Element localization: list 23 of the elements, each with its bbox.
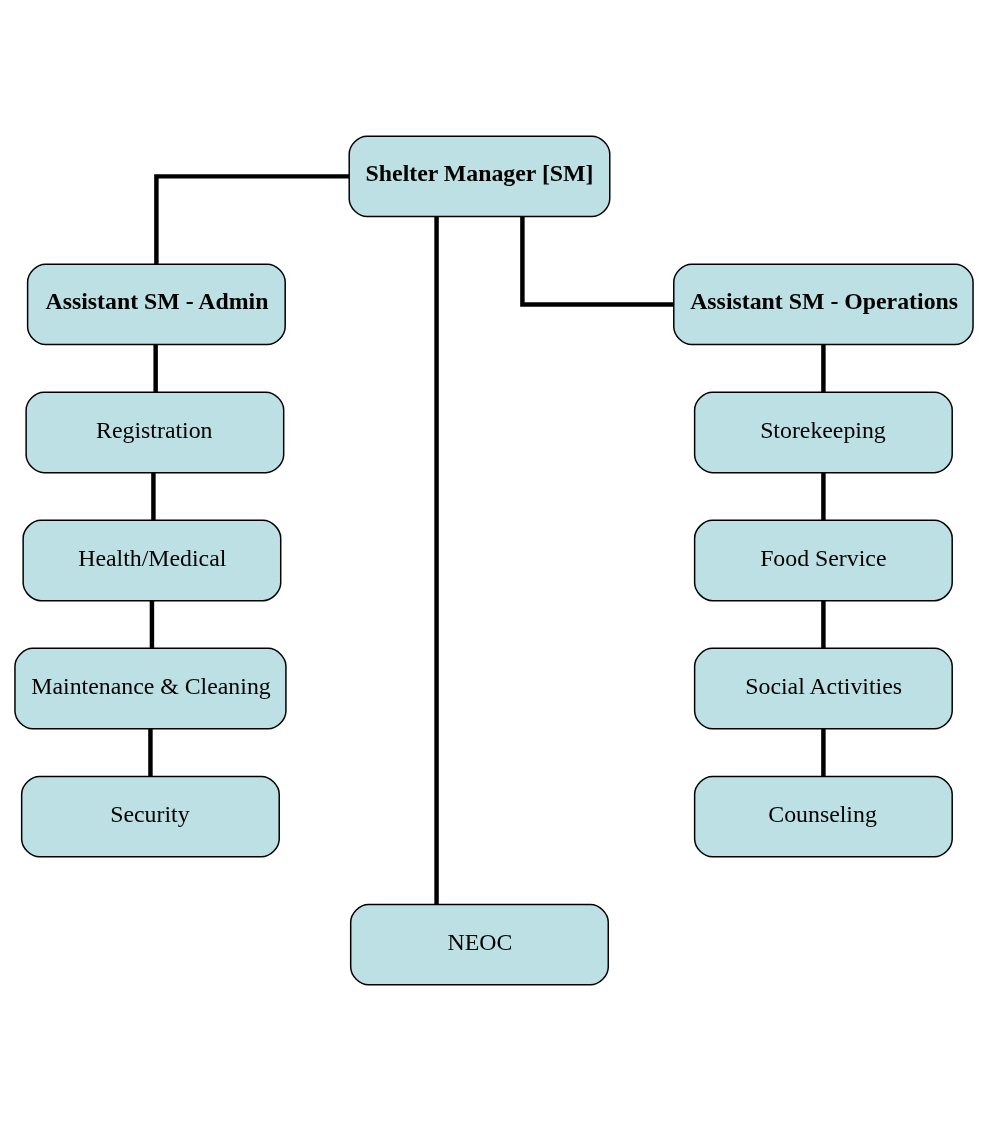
node-box: Shelter Manager [SM]: [347, 135, 610, 218]
node-box: Social Activities: [693, 647, 953, 730]
connector: [153, 174, 349, 264]
node-box: Maintenance & Cleaning: [13, 647, 287, 730]
connector: [433, 216, 439, 905]
connector: [820, 729, 826, 777]
node-box: Storekeeping: [693, 391, 953, 474]
connector: [820, 601, 826, 649]
node-box: Assistant SM - Admin: [26, 263, 286, 346]
node-box: Counseling: [693, 775, 953, 858]
connector: [150, 472, 156, 521]
connector: [152, 344, 158, 393]
node-box: Registration: [24, 391, 284, 474]
connector: [149, 601, 154, 649]
node-box: Health/Medical: [21, 519, 281, 602]
connector: [820, 472, 826, 521]
connector: [519, 216, 673, 307]
node-box: Assistant SM - Operations: [672, 263, 974, 346]
node-box: Security: [20, 775, 280, 858]
connector: [820, 344, 826, 393]
node-box: Food Service: [693, 519, 953, 602]
node-box: NEOC: [349, 903, 609, 986]
connector: [147, 729, 153, 777]
